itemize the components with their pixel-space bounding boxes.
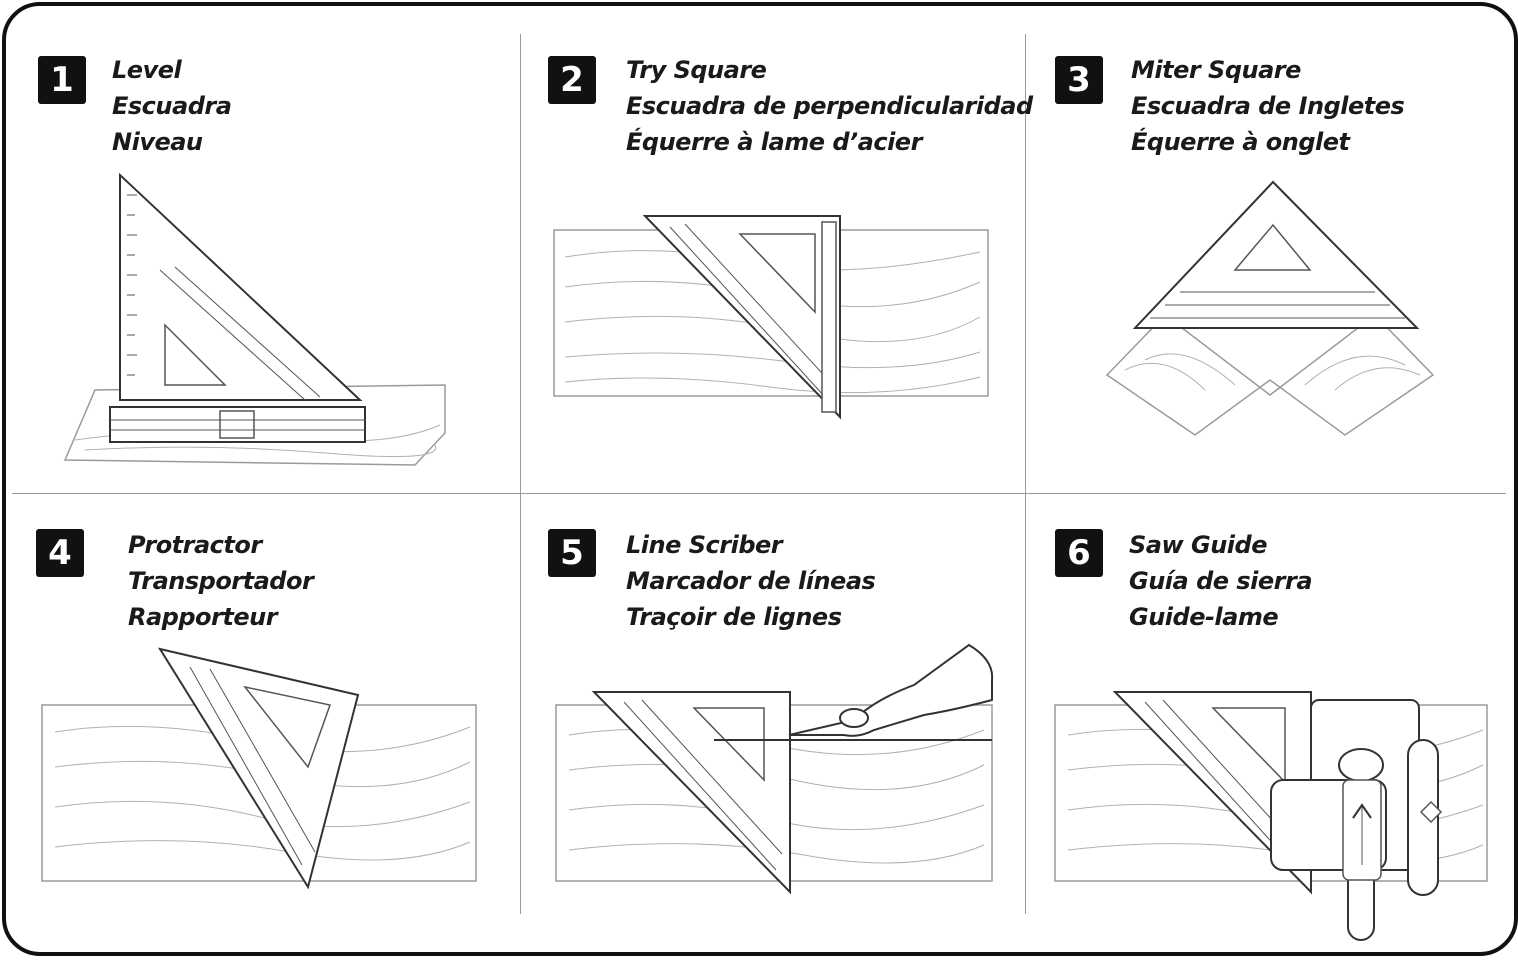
title-english: Miter Square — [1131, 56, 1301, 84]
title-spanish: Marcador de líneas — [626, 567, 876, 595]
title-french: Équerre à lame d’acier — [626, 128, 922, 156]
panel-titles: Protractor Transportador Rapporteur — [128, 527, 314, 635]
title-french: Rapporteur — [128, 603, 278, 631]
title-french: Équerre à onglet — [1131, 128, 1350, 156]
title-french: Niveau — [112, 128, 203, 156]
title-english: Line Scriber — [626, 531, 783, 559]
title-spanish: Transportador — [128, 567, 314, 595]
step-number-badge: 5 — [548, 529, 596, 577]
title-english: Saw Guide — [1129, 531, 1267, 559]
panel-level: 1 Level Escuadra Niveau — [30, 50, 510, 490]
title-english: Protractor — [128, 531, 262, 559]
title-spanish: Escuadra de Ingletes — [1131, 92, 1405, 120]
title-spanish: Escuadra — [112, 92, 232, 120]
level-illustration — [63, 172, 446, 466]
panel-titles: Level Escuadra Niveau — [112, 52, 232, 160]
panel-saw-guide: 6 Saw Guide Guía de sierra Guide-lame — [1045, 525, 1518, 965]
title-spanish: Escuadra de perpendicularidad — [626, 92, 1033, 120]
line-scriber-illustration — [555, 643, 994, 895]
step-number-badge: 2 — [548, 56, 596, 104]
title-french: Traçoir de lignes — [626, 603, 842, 631]
title-spanish: Guía de sierra — [1129, 567, 1313, 595]
title-english: Level — [112, 56, 182, 84]
try-square-illustration — [553, 215, 989, 420]
panel-miter-square: 3 Miter Square Escuadra de Ingletes Éque… — [1045, 50, 1518, 490]
title-french: Guide-lame — [1129, 603, 1279, 631]
title-english: Try Square — [626, 56, 767, 84]
divider-horizontal — [12, 493, 1506, 494]
panel-titles: Miter Square Escuadra de Ingletes Équerr… — [1131, 52, 1405, 160]
panel-titles: Saw Guide Guía de sierra Guide-lame — [1129, 527, 1313, 635]
step-number-badge: 3 — [1055, 56, 1103, 104]
saw-guide-illustration — [1054, 691, 1488, 941]
panel-titles: Line Scriber Marcador de líneas Traçoir … — [626, 527, 876, 635]
panel-protractor: 4 Protractor Transportador Rapporteur — [30, 525, 510, 965]
divider-vertical-1 — [520, 34, 521, 914]
protractor-illustration — [41, 647, 477, 890]
divider-vertical-2 — [1025, 34, 1026, 914]
panel-titles: Try Square Escuadra de perpendicularidad… — [626, 52, 1033, 160]
miter-square-illustration — [1105, 180, 1435, 436]
panel-try-square: 2 Try Square Escuadra de perpendicularid… — [540, 50, 1033, 490]
step-number-badge: 6 — [1055, 529, 1103, 577]
panel-line-scriber: 5 Line Scriber Marcador de líneas Traçoi… — [540, 525, 1020, 965]
step-number-badge: 1 — [38, 56, 86, 104]
step-number-badge: 4 — [36, 529, 84, 577]
